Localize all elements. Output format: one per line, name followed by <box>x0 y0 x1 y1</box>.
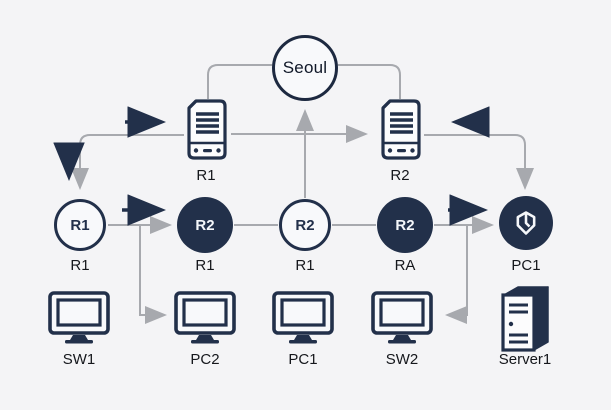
region-label: Seoul <box>282 58 328 77</box>
endpoint-label-server1: Server1 <box>498 351 552 368</box>
endpoint-node-pc1 <box>271 290 335 344</box>
core-node-3: R2 <box>279 199 331 251</box>
router-label-r1: R1 <box>196 167 216 184</box>
endpoint-node-sw2 <box>370 290 434 344</box>
core-node-text: R1 <box>70 216 90 234</box>
core-label-3: R1 <box>295 257 315 274</box>
router-label-r2: R2 <box>390 167 410 184</box>
core-node-text: R2 <box>195 216 215 234</box>
monitor-icon <box>48 291 110 344</box>
core-node-1: R1 <box>54 199 106 251</box>
endpoint-label-sw1: SW1 <box>62 351 96 368</box>
monitor-icon <box>272 291 334 344</box>
core-label-2: R1 <box>195 257 215 274</box>
core-node-text: R2 <box>295 216 315 234</box>
endpoint-node-pc2 <box>173 290 237 344</box>
region-node-seoul: Seoul <box>272 35 338 101</box>
endpoint-label-sw2: SW2 <box>385 351 419 368</box>
core-label-5: PC1 <box>511 257 541 274</box>
monitor-icon <box>371 291 433 344</box>
core-label-1: R1 <box>70 257 90 274</box>
router-node-r1 <box>183 96 229 164</box>
server-rack-icon <box>381 99 421 160</box>
core-node-text: R2 <box>395 216 415 234</box>
core-node-2: R2 <box>177 197 233 253</box>
endpoint-node-sw1 <box>47 290 111 344</box>
endpoint-node-server1 <box>495 284 555 354</box>
server-rack-icon <box>187 99 227 160</box>
endpoint-label-pc1: PC1 <box>288 351 318 368</box>
server-tower-icon <box>501 286 549 352</box>
monitor-icon <box>174 291 236 344</box>
core-node-5 <box>499 196 553 250</box>
core-node-4: R2 <box>377 197 433 253</box>
core-label-4: RA <box>394 257 416 274</box>
router-node-r2 <box>377 96 423 164</box>
endpoint-label-pc2: PC2 <box>190 351 220 368</box>
shield-icon <box>516 211 536 235</box>
